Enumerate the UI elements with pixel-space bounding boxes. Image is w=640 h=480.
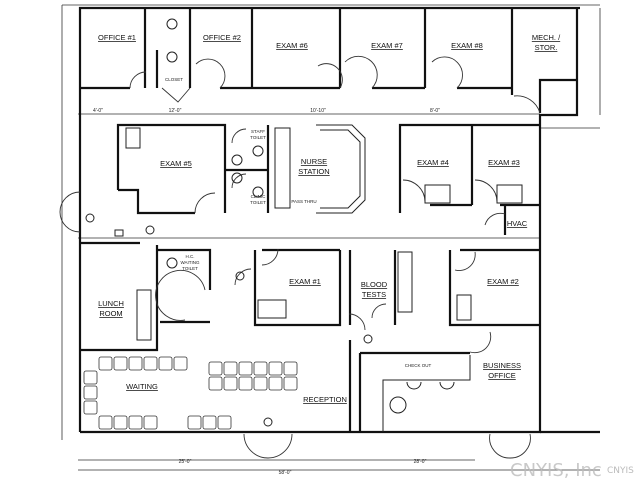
- label-hc-toilet: TOILET: [182, 266, 198, 271]
- label-exam-5: EXAM #5: [160, 159, 192, 168]
- dimension-lines: [61, 4, 601, 471]
- chair: [158, 356, 173, 371]
- chair: [98, 356, 113, 371]
- chair: [208, 376, 223, 391]
- top-row-doors: [129, 55, 541, 114]
- label-exam-1: EXAM #1: [289, 277, 321, 286]
- dim-right: 28'-0": [414, 459, 427, 465]
- label-hc: H.C.: [186, 254, 195, 259]
- dim-corridor-a: 12'-0": [169, 108, 182, 114]
- label-stor: STOR.: [535, 43, 558, 52]
- label-exam-2: EXAM #2: [487, 277, 519, 286]
- chair: [223, 376, 238, 391]
- room-labels: OFFICE #1 OFFICE #2 EXAM #6 EXAM #7 EXAM…: [98, 33, 561, 404]
- label-pass-thru: PASS THRU: [291, 199, 316, 204]
- label-staff-toilet: STAFF: [251, 129, 265, 134]
- chair: [202, 415, 217, 430]
- chair: [238, 361, 253, 376]
- chair: [128, 415, 143, 430]
- chair: [98, 415, 113, 430]
- chair: [143, 415, 158, 430]
- lower-row-walls: [80, 241, 540, 432]
- dimension-labels: 58'-0" 25'-0" 28'-0" 12'-0" 10'-10" 8'-0…: [93, 108, 440, 476]
- exit-symbols: [85, 213, 373, 427]
- label-hvac: HVAC: [507, 219, 528, 228]
- dim-corridor-c: 8'-0": [430, 108, 440, 114]
- chair: [268, 361, 283, 376]
- chair: [187, 415, 202, 430]
- chair: [128, 356, 143, 371]
- label-mech: MECH. /: [532, 33, 561, 42]
- chair: [283, 376, 298, 391]
- label-closet: CLOSET: [165, 77, 183, 82]
- label-office-2: OFFICE #2: [203, 33, 241, 42]
- waiting-chairs: [83, 356, 298, 430]
- label-room: ROOM: [99, 309, 122, 318]
- label-nurse: NURSE: [301, 157, 327, 166]
- chair: [253, 376, 268, 391]
- chair: [83, 385, 98, 400]
- dim-left: 25'-0": [179, 459, 192, 465]
- chair: [217, 415, 232, 430]
- watermark-small: CNYIS: [607, 466, 634, 476]
- dim-corridor-b: 10'-10": [310, 108, 326, 114]
- label-exam-7: EXAM #7: [371, 41, 403, 50]
- label-exam-6: EXAM #6: [276, 41, 308, 50]
- label-reception: RECEPTION: [303, 395, 347, 404]
- label-check-out: CHECK OUT: [405, 363, 432, 368]
- chair: [113, 415, 128, 430]
- watermark-text: CNYIS, Inc: [510, 460, 602, 480]
- label-clinic-toilet-2: TOILET: [250, 200, 266, 205]
- label-clinic-toilet: CLINIC: [251, 194, 267, 199]
- label-office-1: OFFICE #1: [98, 33, 136, 42]
- chair: [223, 361, 238, 376]
- label-exam-4: EXAM #4: [417, 158, 449, 167]
- chair: [143, 356, 158, 371]
- chair: [208, 361, 223, 376]
- chair: [238, 376, 253, 391]
- label-blood: BLOOD: [361, 280, 388, 289]
- middle-row-walls: [116, 123, 540, 235]
- label-hc-waiting: WAITING: [180, 260, 200, 265]
- chair: [83, 370, 98, 385]
- label-business: BUSINESS: [483, 361, 521, 370]
- label-office: OFFICE: [488, 371, 516, 380]
- fixtures: [114, 18, 523, 341]
- chair: [173, 356, 188, 371]
- label-tests: TESTS: [362, 290, 386, 299]
- label-staff-toilet-2: TOILET: [250, 135, 266, 140]
- lower-row-doors: [59, 191, 531, 459]
- label-station: STATION: [298, 167, 329, 176]
- chair: [83, 400, 98, 415]
- label-exam-8: EXAM #8: [451, 41, 483, 50]
- dim-corridor-d: 4'-0": [93, 108, 103, 114]
- chair: [268, 376, 283, 391]
- label-lunch: LUNCH: [98, 299, 124, 308]
- watermark: CNYIS, Inc CNYIS: [510, 460, 634, 480]
- label-waiting: WAITING: [126, 382, 158, 391]
- chair: [283, 361, 298, 376]
- chair: [253, 361, 268, 376]
- top-row-walls: [80, 8, 577, 113]
- dim-overall: 58'-0": [279, 470, 292, 476]
- label-exam-3: EXAM #3: [488, 158, 520, 167]
- chair: [113, 356, 128, 371]
